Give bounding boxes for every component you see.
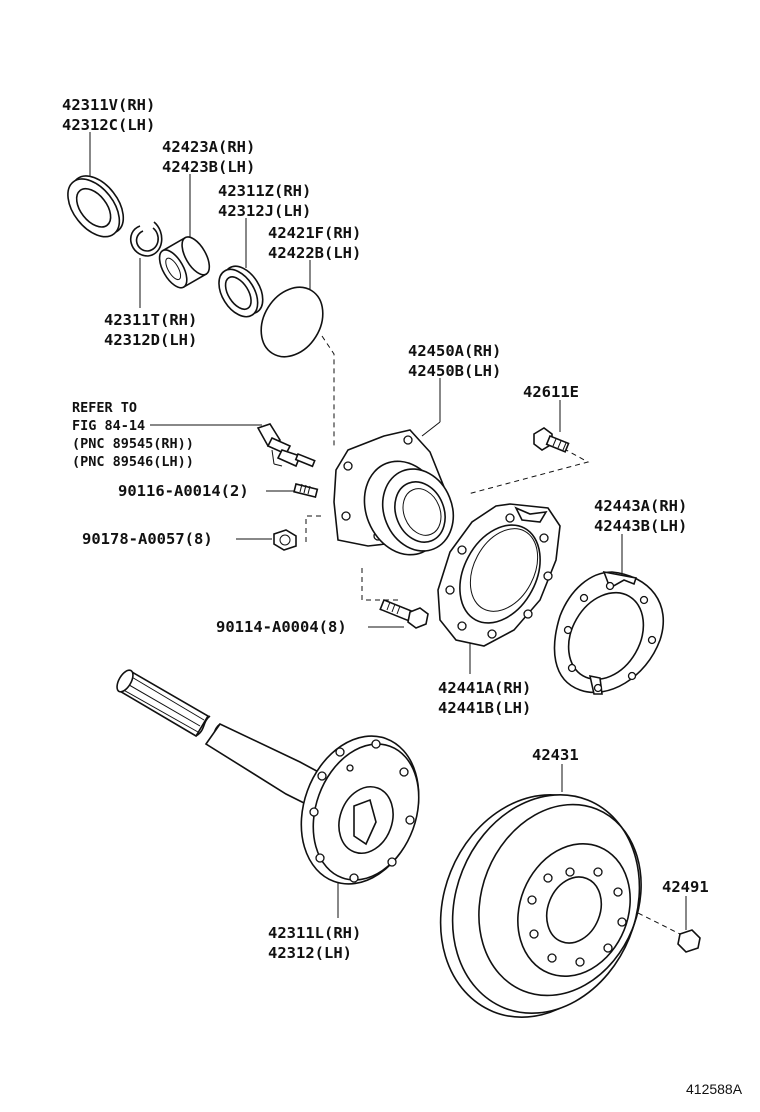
label-snap-ring-lh: 42312D(LH) <box>104 331 197 349</box>
bearing-icon <box>158 236 211 289</box>
label-bolt-b: 90114-A0004(8) <box>216 618 347 636</box>
label-backing-plate-rh: 42441A(RH) <box>438 679 531 697</box>
labels: 42311V(RH) 42312C(LH) 42423A(RH) 42423B(… <box>62 96 743 1097</box>
label-hub-bolt: 42611E <box>523 383 579 401</box>
label-sensor-ref-3: (PNC 89545(RH)) <box>72 436 194 452</box>
oil-seal-icon <box>67 175 125 238</box>
label-disc: 42431 <box>532 746 579 764</box>
label-dust-cover-lh: 42443B(LH) <box>594 517 687 535</box>
label-inner-seal-rh: 42311Z(RH) <box>218 182 311 200</box>
speed-sensor-icon <box>256 423 316 468</box>
hole-plug-icon <box>677 929 701 953</box>
label-o-ring-rh: 42421F(RH) <box>268 224 361 242</box>
label-sensor-ref-4: (PNC 89546(LH)) <box>72 454 194 470</box>
label-snap-ring-rh: 42311T(RH) <box>104 311 197 329</box>
label-plug: 42491 <box>662 878 709 896</box>
label-retainer-lh: 42450B(LH) <box>408 362 501 380</box>
inner-seal-icon <box>218 265 264 318</box>
backing-plate-icon <box>437 503 561 647</box>
label-bolt-a: 90116-A0014(2) <box>118 482 249 500</box>
nut-icon <box>273 529 297 551</box>
label-inner-seal-lh: 42312J(LH) <box>218 202 311 220</box>
bearing-retainer-icon <box>333 429 455 556</box>
label-sensor-ref-1: REFER TO <box>72 400 137 416</box>
label-oil-seal-lh: 42312C(LH) <box>62 116 155 134</box>
label-retainer-rh: 42450A(RH) <box>408 342 501 360</box>
label-sensor-ref-2: FIG 84-14 <box>72 418 145 434</box>
label-bearing-lh: 42423B(LH) <box>162 158 255 176</box>
dust-cover-icon <box>553 570 665 695</box>
bolt-small-icon <box>293 483 319 499</box>
label-backing-plate-lh: 42441B(LH) <box>438 699 531 717</box>
o-ring-icon <box>260 286 324 358</box>
brake-disc-icon <box>439 794 642 1018</box>
axle-shaft-icon <box>116 669 420 885</box>
label-oil-seal-rh: 42311V(RH) <box>62 96 155 114</box>
label-o-ring-lh: 42422B(LH) <box>268 244 361 262</box>
label-dust-cover-rh: 42443A(RH) <box>594 497 687 515</box>
label-nut: 90178-A0057(8) <box>82 530 213 548</box>
hub-bolt-icon <box>533 427 570 453</box>
label-bearing-rh: 42423A(RH) <box>162 138 255 156</box>
figure-code: 412588A <box>686 1081 743 1097</box>
bolt-large-icon <box>379 598 429 629</box>
snap-ring-icon <box>129 221 163 257</box>
label-axle-shaft-rh: 42311L(RH) <box>268 924 361 942</box>
label-axle-shaft-lh: 42312(LH) <box>268 944 352 962</box>
